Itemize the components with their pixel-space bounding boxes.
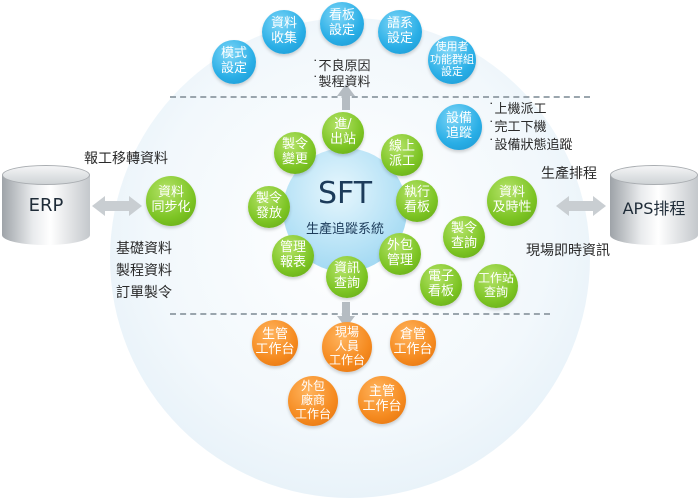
board-setting-node: 看板 設定 bbox=[320, 2, 364, 46]
vendor-workstation-node: 外包 廠商 工作台 bbox=[288, 376, 338, 426]
info-query-node: 資訊 查詢 bbox=[326, 256, 368, 298]
up-arrow-stem bbox=[342, 96, 350, 110]
mode-setting-node: 模式 設定 bbox=[212, 40, 256, 84]
warehouse-workstation-node: 倉管 工作台 bbox=[390, 320, 436, 366]
note-dispatch: ˙上機派工 bbox=[488, 102, 547, 117]
aps-realtime-text: 現場即時資訊 bbox=[526, 243, 610, 259]
production-mgmt-workstation-node: 生管 工作台 bbox=[252, 320, 298, 366]
note-process-data: ˙製程資料 bbox=[312, 75, 371, 90]
up-arrow-head bbox=[337, 84, 355, 96]
execution-board-node: 執行 看板 bbox=[396, 180, 438, 222]
bottom-dashed-line bbox=[170, 313, 550, 315]
order-issue-node: 製令 發放 bbox=[248, 186, 290, 228]
note-completion: ˙完工下機 bbox=[488, 120, 547, 135]
erp-sync-arrow bbox=[92, 196, 142, 216]
data-collect-node: 資料 收集 bbox=[262, 10, 306, 54]
mgmt-report-node: 管理 報表 bbox=[272, 235, 314, 277]
language-setting-node: 語系 設定 bbox=[378, 10, 422, 54]
note-equipment-status: ˙設備狀態追蹤 bbox=[488, 138, 573, 153]
equipment-tracking-node: 設備 追蹤 bbox=[436, 104, 482, 150]
note-defect-cause: ˙不良原因 bbox=[312, 59, 371, 74]
sft-subtitle: 生產追蹤系統 bbox=[305, 222, 384, 237]
aps-sync-arrow bbox=[556, 196, 606, 216]
inout-station-node: 進/ 出站 bbox=[322, 112, 364, 154]
erp-report-transfer-text: 報工移轉資料 bbox=[84, 151, 168, 167]
supervisor-workstation-node: 主管 工作台 bbox=[358, 376, 406, 424]
data-timeliness-node: 資料 及時性 bbox=[487, 176, 537, 226]
sft-title: SFT bbox=[317, 176, 373, 211]
workstation-query-node: 工作站 查詢 bbox=[474, 264, 518, 308]
electronic-board-node: 電子 看板 bbox=[420, 264, 462, 306]
order-query-node: 製令 查詢 bbox=[443, 216, 485, 258]
aps-label: APS排程 bbox=[622, 199, 686, 218]
aps-schedule-text: 生產排程 bbox=[541, 166, 597, 182]
erp-basic-data-text: 基礎資料 bbox=[116, 241, 172, 257]
top-dashed-line bbox=[170, 96, 590, 98]
outsource-mgmt-node: 外包 管理 bbox=[379, 233, 421, 275]
erp-database-icon: ERP bbox=[2, 165, 90, 245]
erp-label: ERP bbox=[28, 195, 64, 216]
user-group-setting-node: 使用者 功能群組 設定 bbox=[428, 36, 476, 84]
aps-database-icon: APS排程 bbox=[610, 165, 698, 245]
erp-process-data-text: 製程資料 bbox=[116, 263, 172, 279]
online-dispatch-node: 線上 派工 bbox=[381, 134, 423, 176]
erp-order-text: 訂單製令 bbox=[116, 285, 172, 301]
field-staff-workstation-node: 現場 人員 工作台 bbox=[322, 322, 372, 372]
data-sync-node: 資料 同步化 bbox=[146, 176, 196, 226]
down-arrow-stem bbox=[342, 302, 350, 316]
order-change-node: 製令 變更 bbox=[274, 132, 316, 174]
